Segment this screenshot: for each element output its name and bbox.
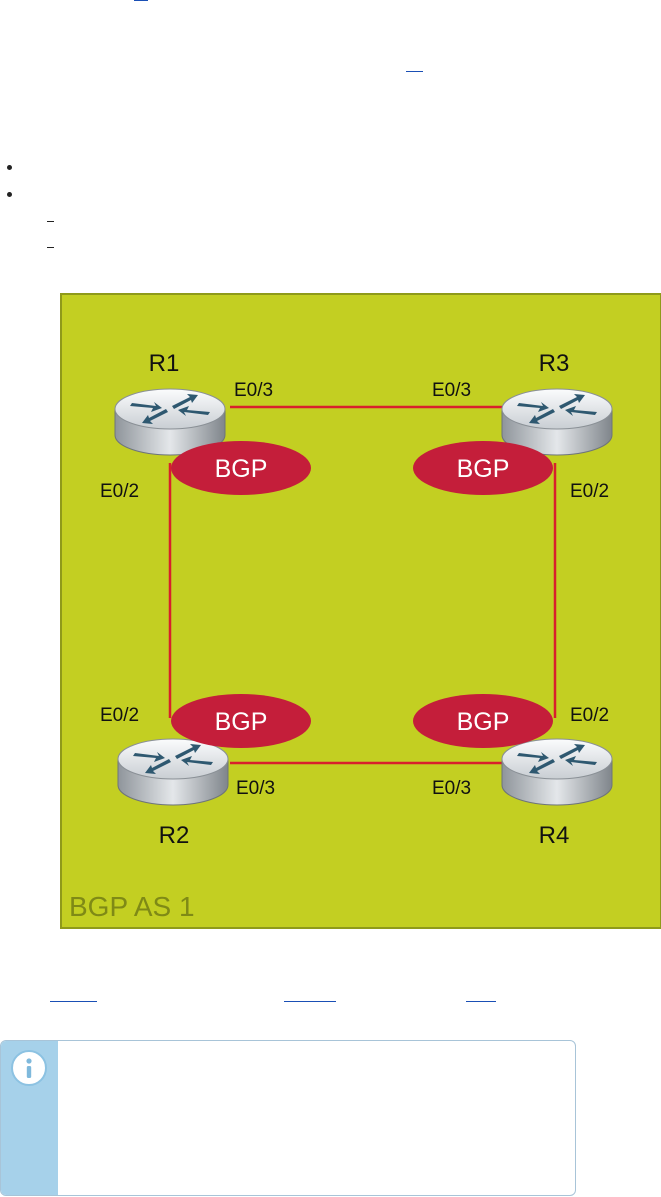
interface-label: E0/2 [100,481,139,502]
router-icon[interactable] [117,738,229,806]
bgp-badge-label: BGP [457,455,510,483]
note-strip [1,1041,58,1195]
bgp-badge-label: BGP [215,708,268,736]
bgp-badge: BGP [171,441,311,495]
area-label: BGP AS 1 [69,891,195,922]
info-note [0,1040,576,1196]
list-bullet [7,192,12,197]
as-area [60,293,661,929]
interface-label: E0/3 [234,380,273,401]
router-label-r3: R3 [539,350,570,377]
interface-label: E0/2 [570,705,609,726]
list-bullet [7,165,12,170]
sub-list-marker [47,247,54,248]
text-link[interactable] [284,1001,336,1002]
text-link[interactable] [134,0,148,1]
interface-label: E0/3 [432,380,471,401]
interface-label: E0/3 [236,778,275,799]
bgp-badge: BGP [413,694,553,748]
interface-label: E0/2 [570,481,609,502]
interface-label: E0/2 [100,705,139,726]
bgp-badge: BGP [413,441,553,495]
info-icon [11,1050,47,1086]
router-icon[interactable] [501,738,613,806]
bgp-badge-label: BGP [457,708,510,736]
text-link[interactable] [406,71,423,72]
router-label-r1: R1 [149,350,180,377]
router-label-r4: R4 [539,822,570,849]
router-label-r2: R2 [159,822,190,849]
bgp-topology-diagram: BGP BGP BGP BGP R1 R3 R2 R4 E0/3 E0/3 E0… [60,293,661,929]
interface-label: E0/3 [432,778,471,799]
text-link[interactable] [466,1001,496,1002]
bgp-badge-label: BGP [215,455,268,483]
sub-list-marker [47,221,54,222]
text-link[interactable] [50,1001,97,1002]
bgp-badge: BGP [171,694,311,748]
